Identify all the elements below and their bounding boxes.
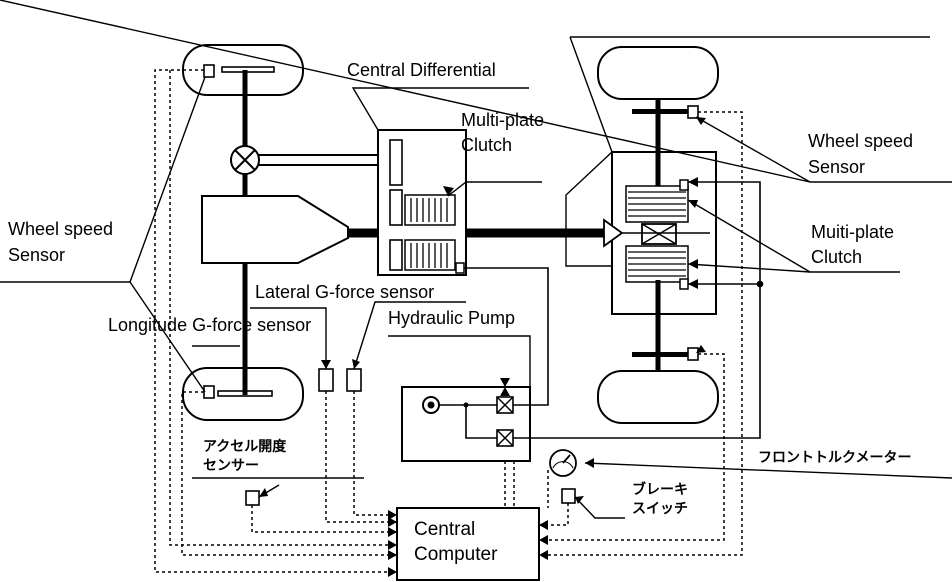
longitude-g-force-sensor xyxy=(318,368,334,392)
brake-switch xyxy=(561,488,576,504)
label-accelerator-sensor-1: アクセル開度 xyxy=(203,438,287,455)
multi-plate-clutch-center xyxy=(404,194,456,226)
wheel-speed-sensor-rear-top xyxy=(203,64,215,78)
hydraulic-lines xyxy=(464,181,764,439)
label-accelerator-sensor-2: センサー xyxy=(203,458,259,474)
label-multi-plate-clutch-1: Multi-plate xyxy=(461,110,544,130)
accelerator-sensor xyxy=(245,490,260,506)
label-multi-plate-clutch-2: Clutch xyxy=(461,135,512,155)
label-central-computer-1: Central xyxy=(414,519,475,540)
wheel-speed-sensor-front-bottom xyxy=(687,347,699,361)
multi-plate-clutch-front-top xyxy=(625,185,689,223)
label-wheel-speed-left-2: Sensor xyxy=(8,245,65,265)
wheel-front-bottom xyxy=(597,370,719,424)
clutch-port xyxy=(455,262,465,274)
label-central-computer-2: Computer xyxy=(414,544,498,565)
label-front-torque-meter: フロントトルクメーター xyxy=(758,450,911,466)
wheel-speed-sensor-rear-bottom xyxy=(203,385,215,399)
wheel-speed-sensor-front-top xyxy=(687,105,699,119)
wheel-front-top xyxy=(597,46,719,100)
label-wheel-speed-left-1: Wheel speed xyxy=(8,219,113,239)
label-central-differential: Central Differential xyxy=(347,60,496,80)
central-differential-housing xyxy=(377,129,467,276)
lateral-g-force-sensor xyxy=(346,368,362,392)
callout-lines xyxy=(0,0,952,519)
engine-transmission xyxy=(201,195,349,264)
label-brake-switch-2: スイッチ xyxy=(632,501,688,517)
label-wheel-speed-right-1: Wheel speed xyxy=(808,131,913,151)
label-longitude-g-sensor: Longitude G-force sensor xyxy=(108,315,311,335)
label-lateral-g-sensor: Lateral G-force sensor xyxy=(255,282,434,302)
front-bevel-gear xyxy=(603,218,624,248)
central-computer xyxy=(396,507,540,581)
label-muiti-plate-clutch-1: Muiti-plate xyxy=(811,222,894,242)
label-hydraulic-pump: Hydraulic Pump xyxy=(388,308,515,328)
label-muiti-plate-clutch-2: Clutch xyxy=(811,247,862,267)
hub-rear-top xyxy=(221,66,275,73)
label-wheel-speed-right-2: Sensor xyxy=(808,157,865,177)
label-brake-switch-1: ブレーキ xyxy=(632,481,688,498)
signal-lines xyxy=(154,69,743,573)
